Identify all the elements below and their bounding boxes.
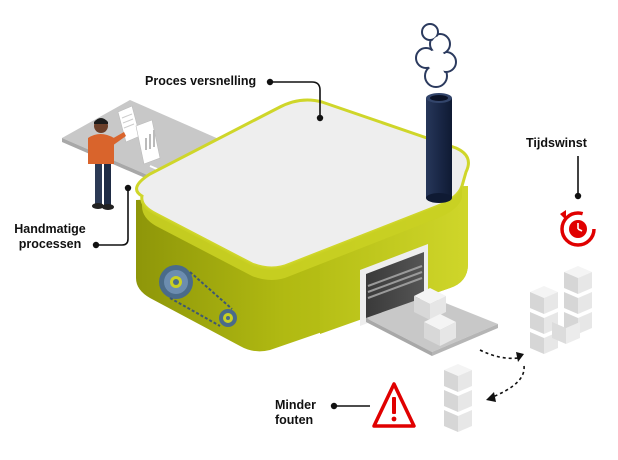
smoke-cloud-fill	[418, 26, 454, 85]
document-icon	[135, 119, 161, 165]
chimney	[426, 93, 452, 203]
label-fewer-errors-line2: fouten	[275, 413, 314, 427]
label-time-savings: Tijdswinst	[526, 136, 587, 150]
product-cube	[424, 314, 456, 346]
arrow-head	[486, 392, 496, 402]
dotted-arrow	[479, 349, 525, 399]
pulley-icon	[219, 309, 237, 327]
label-process-acceleration: Proces versnelling	[145, 74, 257, 88]
stacked-cubes-column	[444, 364, 472, 432]
stopwatch-icon	[560, 210, 596, 247]
product-cube	[414, 288, 446, 320]
label-manual-processes-line2: processen	[18, 237, 82, 251]
callout-lines	[96, 81, 579, 407]
warning-triangle-icon	[372, 382, 416, 428]
callout-dots	[92, 78, 582, 410]
label-fewer-errors-line1: Minder	[275, 398, 316, 412]
worker-figure	[88, 118, 126, 210]
arrow-head	[516, 352, 524, 362]
stacked-cubes-group	[530, 266, 592, 354]
document-icon	[117, 105, 141, 143]
label-manual-processes: Handmatige processen	[6, 222, 94, 252]
label-manual-processes-line1: Handmatige	[14, 222, 86, 236]
label-fewer-errors: Minder fouten	[275, 398, 316, 428]
gear-icon	[159, 265, 193, 299]
